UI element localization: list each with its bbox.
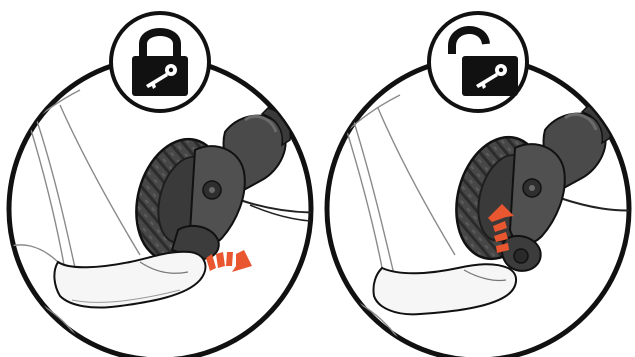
unlocked-panel	[318, 13, 635, 357]
unlocked-badge	[429, 13, 527, 111]
locked-badge	[111, 13, 209, 111]
locked-panel	[0, 13, 330, 357]
